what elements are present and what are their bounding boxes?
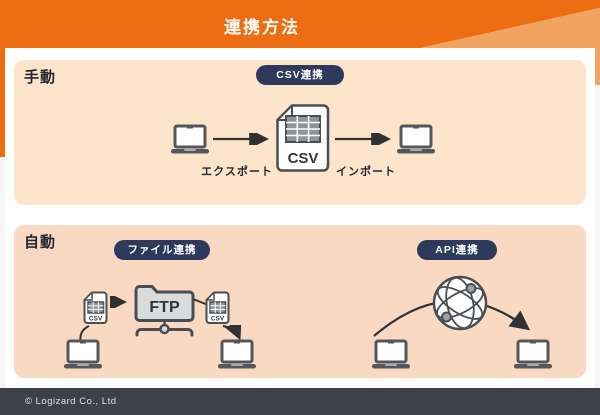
- right-accent-strip: [595, 48, 600, 85]
- csv-file-label: CSV: [288, 150, 319, 167]
- section-manual-label: 手動: [24, 69, 57, 86]
- file-integration-badge: ファイル連携: [114, 240, 210, 260]
- export-label: エクスポート: [201, 166, 273, 178]
- left-accent-strip: [0, 48, 5, 157]
- laptop-icon: [170, 124, 210, 155]
- header-band: [0, 0, 600, 48]
- page-title: 連携方法: [224, 18, 300, 37]
- arrow-right-icon: [335, 133, 391, 145]
- laptop-icon: [396, 124, 436, 155]
- arrow-right-icon: [110, 296, 127, 308]
- laptop-icon: [513, 339, 553, 370]
- section-auto: 自動 ファイル連携 API連携 CSV FTP CSV: [14, 225, 586, 378]
- csv-file-icon: CSV: [276, 104, 330, 172]
- csv-file-small-icon: CSV: [205, 291, 230, 324]
- curve-down-arrow: [222, 325, 242, 341]
- csv-small-label: CSV: [89, 316, 103, 323]
- ftp-folder-icon: FTP: [134, 285, 195, 337]
- copyright-text: © Logizard Co., Ltd: [25, 396, 117, 407]
- globe-icon: [432, 275, 488, 331]
- laptop-icon: [63, 339, 103, 370]
- import-label: インポート: [336, 166, 396, 178]
- csv-integration-badge: CSV連携: [256, 65, 344, 85]
- section-manual: 手動 CSV連携 CSV エクスポート インポート: [14, 60, 586, 205]
- laptop-icon: [371, 339, 411, 370]
- ftp-label: FTP: [149, 299, 180, 316]
- api-integration-badge: API連携: [417, 240, 497, 260]
- csv-small-label: CSV: [211, 316, 225, 323]
- footer-bar: © Logizard Co., Ltd: [0, 388, 600, 415]
- csv-file-small-icon: CSV: [83, 291, 108, 324]
- section-auto-label: 自動: [24, 234, 57, 251]
- laptop-icon: [217, 339, 257, 370]
- arrow-right-icon: [213, 133, 269, 145]
